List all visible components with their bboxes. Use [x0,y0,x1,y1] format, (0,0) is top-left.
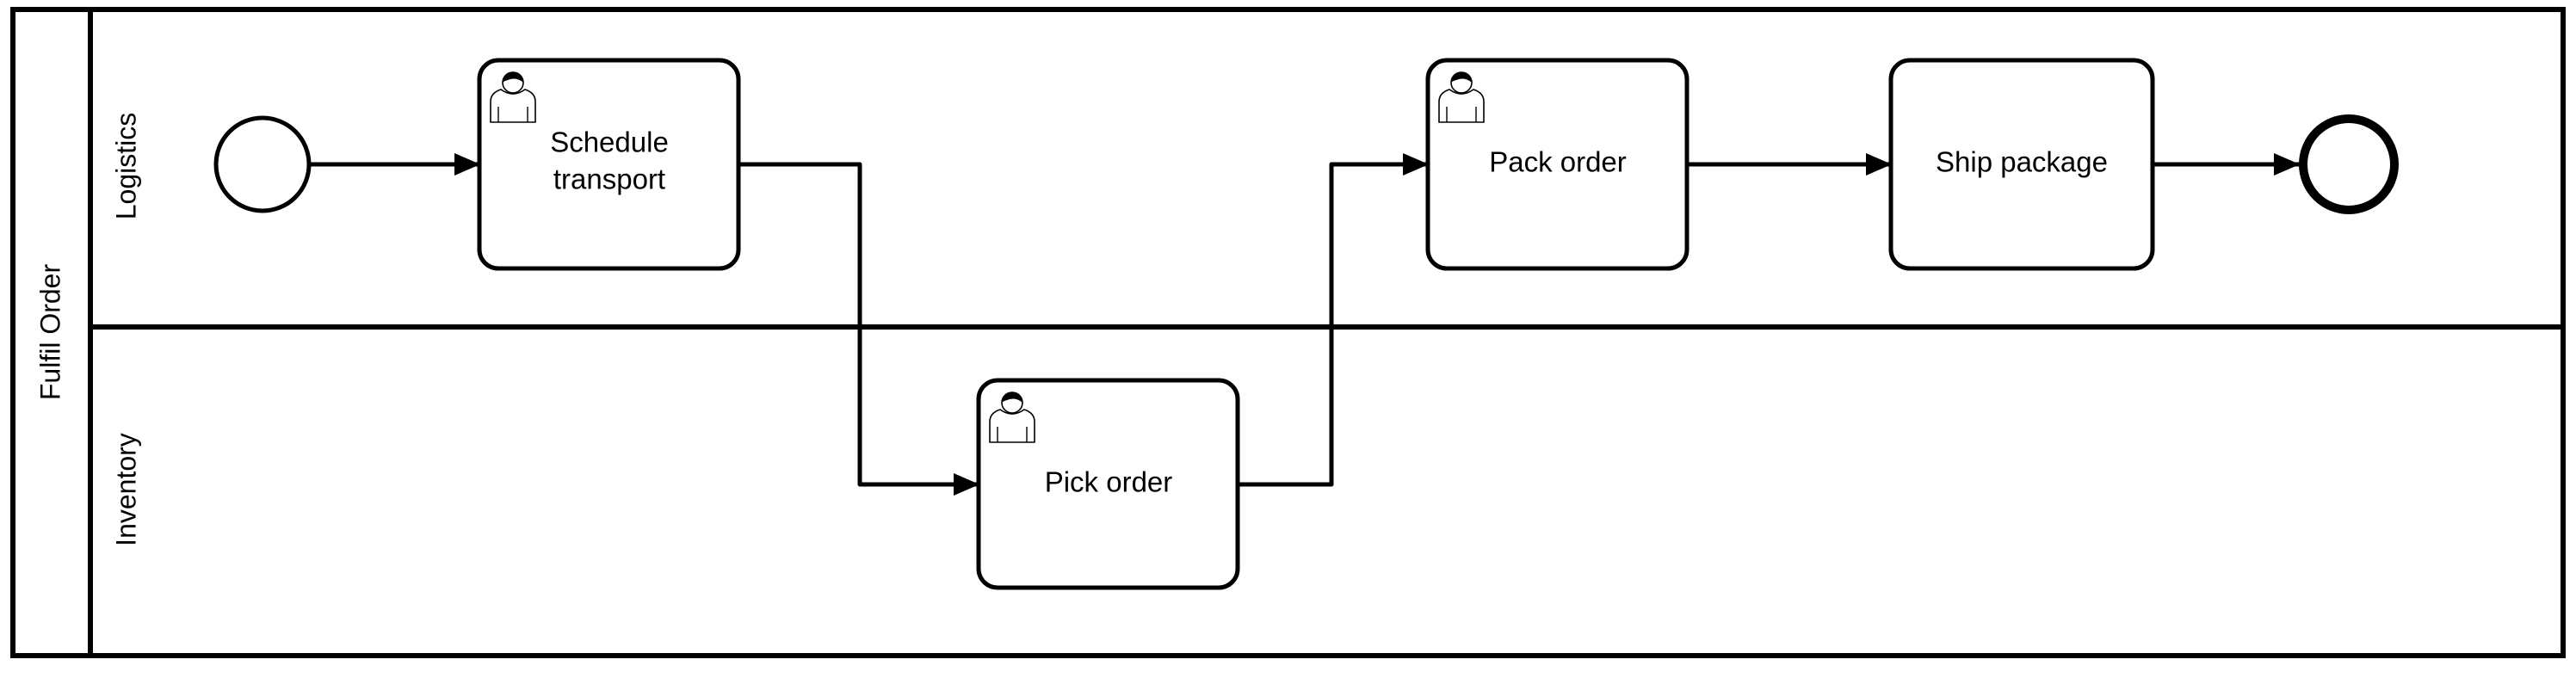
task-label: Schedule [550,126,669,158]
task-label: Pick order [1045,466,1173,498]
lane-label-inventory: Inventory [110,433,141,546]
task-pick-order[interactable]: Pick order [976,378,1240,590]
task-pack-order[interactable]: Pack order [1425,58,1690,271]
start-event[interactable] [213,115,312,213]
pool-label: Fulfil Order [34,264,65,401]
lane-label-logistics: Logistics [110,113,141,220]
task-ship-package[interactable]: Ship package [1888,58,2155,271]
task-label: transport [553,163,665,195]
end-event[interactable] [2299,114,2399,214]
task-label: Pack order [1489,146,1627,178]
flow-schedule-to-pick[interactable] [738,162,979,496]
task-schedule-transport[interactable]: Schedule transport [477,58,741,271]
flow-pick-to-pack[interactable] [1238,153,1429,487]
lane-inventory[interactable]: Inventory [110,433,141,546]
task-label: Ship package [1936,146,2108,178]
pool-fulfil-order[interactable] [10,7,2566,658]
lane-logistics[interactable]: Logistics [110,113,141,220]
